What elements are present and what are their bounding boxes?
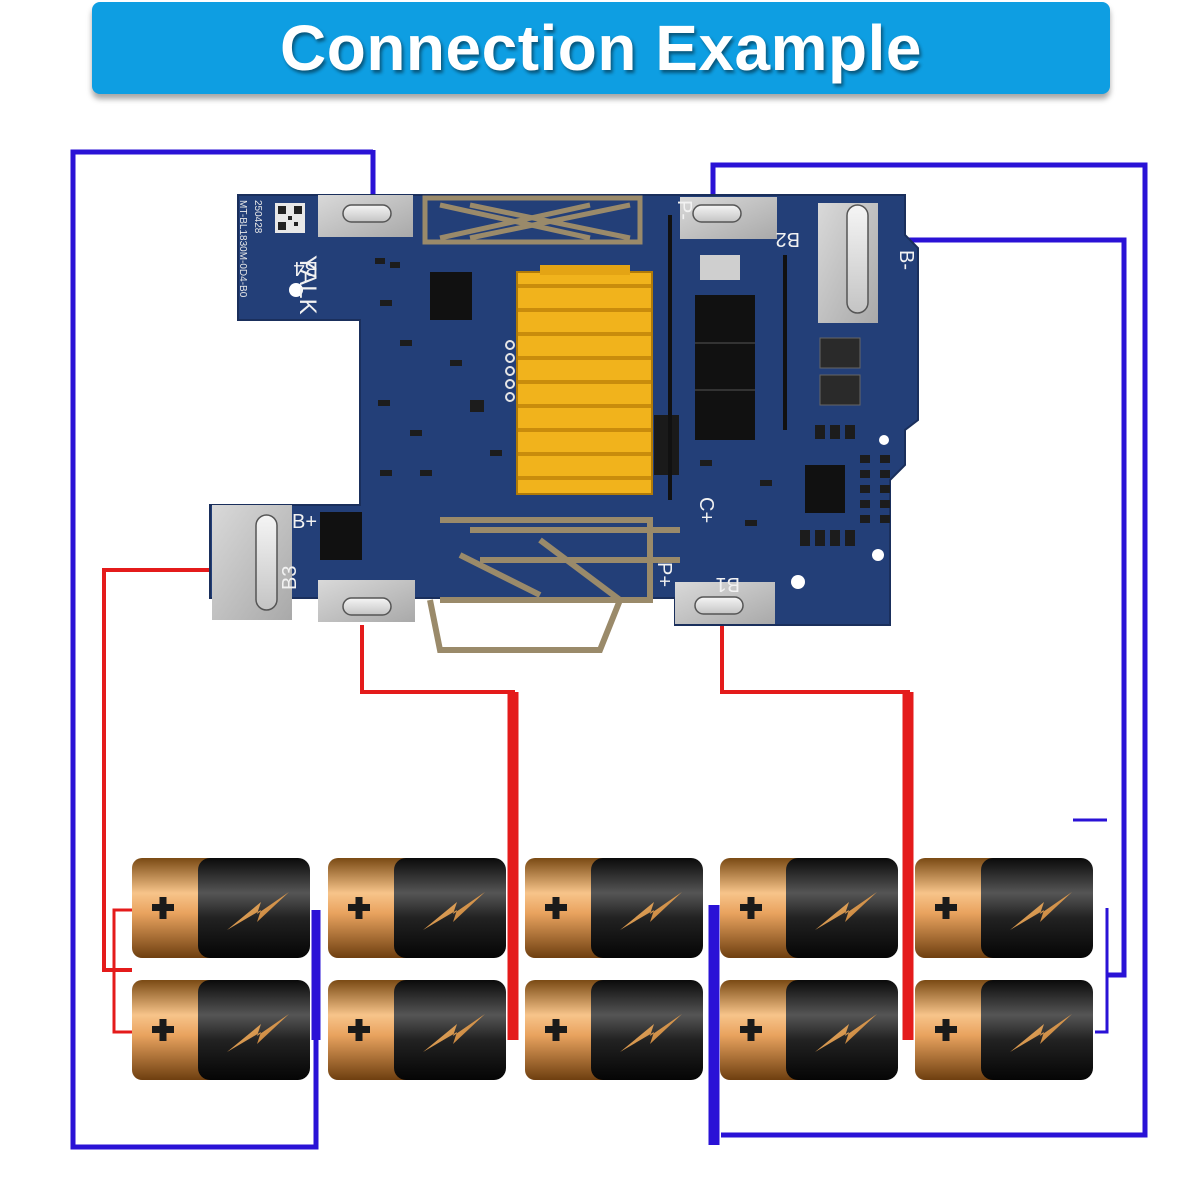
spring-contacts-bottom [427, 517, 680, 653]
lightning-bolt-icon [1010, 892, 1072, 930]
page-title: Connection Example [280, 12, 922, 84]
plus-icon [545, 897, 567, 919]
slot-b-minus [846, 204, 869, 314]
label-date-code: 250428 [252, 200, 263, 234]
battery-cell [132, 858, 310, 958]
qr-code [275, 203, 305, 233]
label-b-plus: B+ [292, 511, 317, 533]
plus-icon [348, 1019, 370, 1041]
label-b3: B3 [279, 566, 301, 590]
plus-icon [152, 897, 174, 919]
plus-icon [740, 1019, 762, 1041]
label-b1: B1 [716, 573, 740, 595]
mosfet-array [695, 295, 755, 440]
fuse-component [654, 415, 679, 475]
slot-b1 [694, 596, 744, 615]
plus-icon [545, 1019, 567, 1041]
connector-housing [516, 271, 653, 495]
battery-cell [525, 980, 703, 1080]
negative-wires [70, 149, 1148, 1150]
plus-icon [740, 897, 762, 919]
slot-b3 [342, 597, 392, 616]
positive-wires [102, 568, 914, 1040]
lightning-bolt-icon [227, 892, 289, 930]
battery-cell [328, 858, 506, 958]
battery-cell [328, 980, 506, 1080]
lightning-bolt-icon [227, 1014, 289, 1052]
mount-hole-bottom [791, 575, 805, 589]
mount-hole-left [289, 283, 303, 297]
connector-top-lip [540, 265, 630, 275]
lightning-bolt-icon [423, 892, 485, 930]
label-p-plus: P+ [653, 562, 675, 587]
label-c-plus: C+ [695, 497, 717, 523]
smd-components [375, 258, 890, 546]
label-b2: B2 [776, 228, 800, 250]
plus-icon [935, 897, 957, 919]
mount-hole-mid [879, 435, 889, 445]
battery-cell [915, 858, 1093, 958]
regulator-chip [320, 512, 362, 560]
battery-cell [525, 858, 703, 958]
spring-contacts-top [422, 195, 643, 245]
led-indicator [700, 255, 740, 280]
wire-b-plus [102, 568, 266, 972]
test-points [505, 340, 515, 402]
wire-b-minus [876, 237, 1127, 978]
title-banner: Connection Example [92, 2, 1110, 94]
label-part-number: MT-BL1830M-0D4-B0 [237, 200, 248, 298]
slot-b4 [342, 204, 392, 223]
wire-b1 [720, 625, 910, 1040]
wire-bank1-bridge [112, 908, 132, 1034]
battery-cell [720, 980, 898, 1080]
battery-cell [720, 858, 898, 958]
plus-icon [348, 897, 370, 919]
battery-bank [132, 858, 1093, 1080]
wire-p-minus-loop [710, 162, 1148, 1138]
label-brand: YALK [294, 255, 321, 315]
wire-bank5-bridge [1095, 908, 1109, 1034]
label-b4: B4 [294, 257, 318, 279]
label-b-minus: B- [895, 250, 917, 270]
lightning-bolt-icon [815, 892, 877, 930]
lightning-bolt-icon [620, 1014, 682, 1052]
ic-chip-2 [805, 465, 845, 513]
slot-b-plus [255, 514, 278, 611]
ic-chip-1 [430, 272, 472, 320]
plus-icon [152, 1019, 174, 1041]
bms-board: B4 B3 B2 B1 B+ B- P- P+ C+ MT-BL1830M-0D… [209, 194, 919, 653]
lightning-bolt-icon [620, 892, 682, 930]
lightning-bolt-icon [423, 1014, 485, 1052]
wire-b3 [360, 625, 515, 1040]
mount-hole-right [872, 549, 884, 561]
battery-cell [915, 980, 1093, 1080]
pad-b-plus-area [212, 505, 292, 620]
lightning-bolt-icon [1010, 1014, 1072, 1052]
slot-p-minus [692, 204, 742, 223]
wire-b4-to-bank1 [70, 149, 373, 1150]
plus-icon [935, 1019, 957, 1041]
sense-resistor-1 [819, 337, 861, 369]
label-p-minus: P- [673, 200, 695, 220]
sense-resistor-2 [819, 374, 861, 406]
lightning-bolt-icon [815, 1014, 877, 1052]
battery-cell [132, 980, 310, 1080]
